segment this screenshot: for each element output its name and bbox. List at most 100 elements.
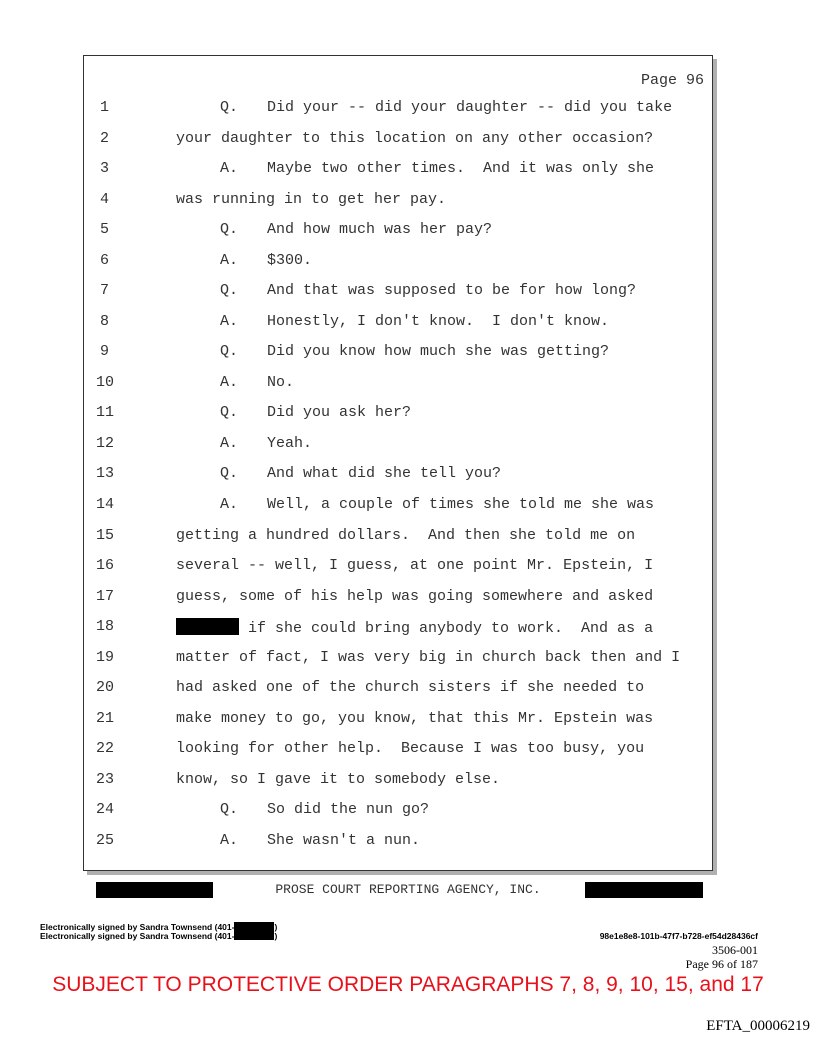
speaker-label: A. — [220, 496, 239, 514]
line-number: 7 — [100, 282, 110, 300]
transcript-line: 3 A. Maybe two other times. And it was onl… — [84, 160, 704, 180]
court-reporter-name: PROSE COURT REPORTING AGENCY, INC. — [275, 882, 541, 897]
transcript-line: 4 was running in to get her pay. — [84, 191, 704, 211]
line-text: So did the nun go? — [267, 801, 430, 819]
line-number: 1 — [100, 99, 110, 116]
line-number: 4 — [100, 190, 110, 208]
line-number: 22 — [96, 740, 115, 758]
speaker-label: Q. — [220, 801, 239, 819]
bates-number: EFTA_00006219 — [706, 1018, 810, 1034]
transcript-line: 23 know, so I gave it to somebody else. — [84, 771, 704, 791]
speaker-label: Q. — [220, 343, 239, 361]
speaker-label: Q. — [220, 282, 239, 300]
transcript-line: 21 make money to go, you know, that this … — [84, 710, 704, 730]
transcript-line: 9 Q. Did you know how much she was getting… — [84, 343, 704, 363]
line-text: And how much was her pay? — [267, 221, 493, 239]
line-text: was running in to get her pay. — [176, 190, 447, 208]
speaker-label: A. — [220, 373, 239, 391]
page-of-total: Page 96 of 187 — [685, 957, 758, 971]
speaker-label: A. — [220, 160, 239, 178]
line-number: 13 — [96, 465, 115, 483]
document-hash: 98e1e8e8-101b-47f7-b728-ef54d28436cf — [599, 931, 758, 941]
line-number: 23 — [96, 770, 115, 788]
protective-order-notice: SUBJECT TO PROTECTIVE ORDER PARAGRAPHS 7… — [52, 973, 764, 996]
transcript-line: 25 A. She wasn't a nun. — [84, 832, 704, 852]
signature-line: Electronically signed by Sandra Townsend… — [40, 922, 277, 932]
line-text: $300. — [267, 251, 313, 269]
speaker-label: Q. — [220, 221, 239, 239]
line-number: 17 — [96, 587, 115, 605]
line-number: 16 — [96, 557, 115, 575]
speaker-label: A. — [220, 434, 239, 452]
line-text: Well, a couple of times she told me she … — [267, 496, 655, 514]
signature-text: Electronically signed by Sandra Townsend… — [40, 931, 235, 941]
line-number: 3 — [100, 160, 110, 178]
transcript-line: 15 getting a hundred dollars. And then sh… — [84, 527, 704, 547]
transcript-line: 20 had asked one of the church sisters if… — [84, 679, 704, 699]
line-number: 6 — [100, 251, 110, 269]
transcript-line: 19 matter of fact, I was very big in chur… — [84, 649, 704, 669]
transcript-line: 17 guess, some of his help was going some… — [84, 588, 704, 608]
speaker-label: A. — [220, 251, 239, 269]
line-number: 19 — [96, 648, 115, 666]
transcript-line: 8 A. Honestly, I don't know. I don't know. — [84, 313, 704, 333]
transcript-line: 5 Q. And how much was her pay? — [84, 221, 704, 241]
line-number: 21 — [96, 709, 115, 727]
transcript-line: 13 Q. And what did she tell you? — [84, 465, 704, 485]
signature-close: ) — [274, 922, 278, 932]
line-text: looking for other help. Because I was to… — [176, 740, 645, 758]
line-number: 11 — [96, 404, 115, 422]
line-number: 8 — [100, 312, 110, 330]
transcript-line: 22 looking for other help. Because I was … — [84, 740, 704, 760]
line-number: 18 — [96, 618, 115, 636]
line-text: Maybe two other times. And it was only s… — [267, 160, 655, 178]
speaker-label: A. — [220, 831, 239, 849]
transcript-line: 14 A. Well, a couple of times she told me … — [84, 496, 704, 516]
line-number: 9 — [100, 343, 110, 361]
line-text: guess, some of his help was going somewh… — [176, 587, 654, 605]
line-number: 20 — [96, 679, 115, 697]
line-text: Honestly, I don't know. I don't know. — [267, 312, 610, 330]
line-text-content: if she could bring anybody to work. And … — [239, 620, 654, 638]
line-number: 2 — [100, 129, 110, 147]
line-text: No. — [267, 373, 295, 391]
line-number: 15 — [96, 526, 115, 544]
redaction-block — [176, 618, 239, 636]
line-text: if she could bring anybody to work. And … — [176, 618, 653, 637]
speaker-label: Q. — [220, 465, 239, 483]
line-text: getting a hundred dollars. And then she … — [176, 526, 636, 544]
signature-line: Electronically signed by Sandra Townsend… — [40, 931, 277, 941]
line-number: 14 — [96, 496, 115, 514]
line-text: matter of fact, I was very big in church… — [176, 648, 681, 666]
transcript-line: 10 A. No. — [84, 374, 704, 394]
line-number: 25 — [96, 831, 115, 849]
line-number: 5 — [100, 221, 110, 239]
transcript-line: 12 A. Yeah. — [84, 435, 704, 455]
line-text: Yeah. — [267, 434, 313, 452]
line-text: your daughter to this location on any ot… — [176, 129, 654, 147]
redaction-block — [234, 931, 275, 940]
signature-text: Electronically signed by Sandra Townsend… — [40, 922, 235, 932]
speaker-label: A. — [220, 312, 239, 330]
line-text: Did you ask her? — [267, 404, 412, 422]
case-number: 3506-001 — [712, 943, 758, 957]
transcript-line: 2 your daughter to this location on any o… — [84, 130, 704, 150]
line-text: Did you know how much she was getting? — [267, 343, 610, 361]
line-text: She wasn't a nun. — [267, 831, 421, 849]
signature-close: ) — [274, 931, 278, 941]
line-text: several -- well, I guess, at one point M… — [176, 557, 654, 575]
line-text: And that was supposed to be for how long… — [267, 282, 637, 300]
line-text: make money to go, you know, that this Mr… — [176, 709, 654, 727]
line-text: had asked one of the church sisters if s… — [176, 679, 645, 697]
line-number: 12 — [96, 434, 115, 452]
line-number: 24 — [96, 801, 115, 819]
line-number: 10 — [96, 373, 115, 391]
line-text: know, so I gave it to somebody else. — [176, 770, 501, 788]
transcript-line: 6 A. $300. — [84, 252, 704, 272]
line-text: And what did she tell you? — [267, 465, 502, 483]
redaction-block — [585, 882, 703, 898]
